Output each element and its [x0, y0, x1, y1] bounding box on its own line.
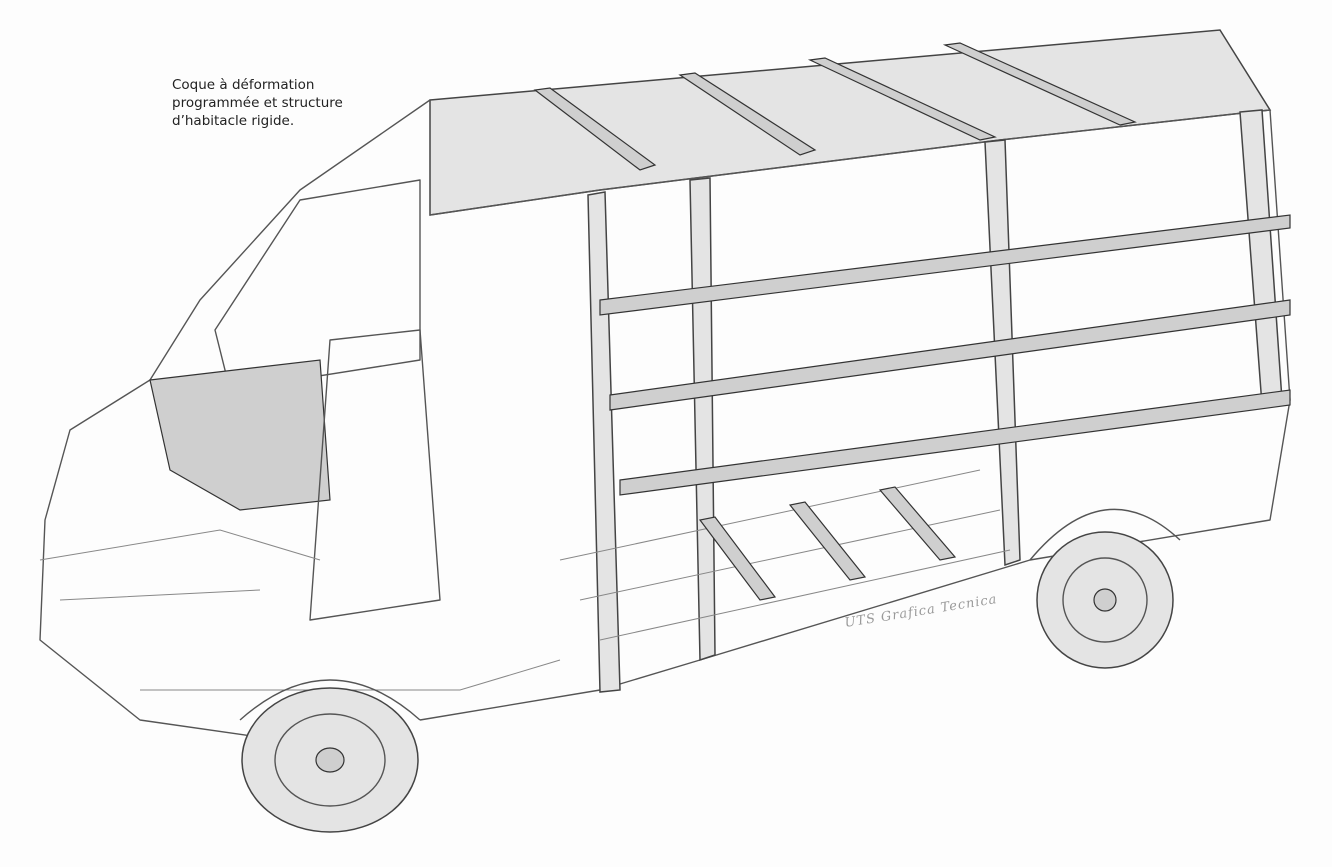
wheel-arches: [239, 508, 1181, 721]
roof-frame: [429, 29, 1272, 216]
front-door-opening: [309, 329, 441, 621]
caption-line: Coque à déformation: [172, 77, 315, 93]
caption: Coque à déformation programmée et struct…: [172, 76, 402, 130]
caption-line: programmée et structure: [172, 95, 343, 111]
windshield-frame: [214, 179, 421, 391]
side-rails: [599, 214, 1291, 496]
front-wheel: [241, 687, 419, 833]
roof-crossmembers: [533, 42, 1137, 171]
floor-lines: [559, 469, 1011, 641]
body-side-outline: [419, 109, 1291, 721]
caption-line: d’habitacle rigide.: [172, 113, 295, 129]
cab-outline: [39, 99, 431, 741]
engine-bay: [149, 359, 331, 511]
front-structure-lines: [39, 529, 561, 691]
rear-wheel: [1036, 531, 1174, 669]
floor-crossmembers: [698, 486, 957, 601]
